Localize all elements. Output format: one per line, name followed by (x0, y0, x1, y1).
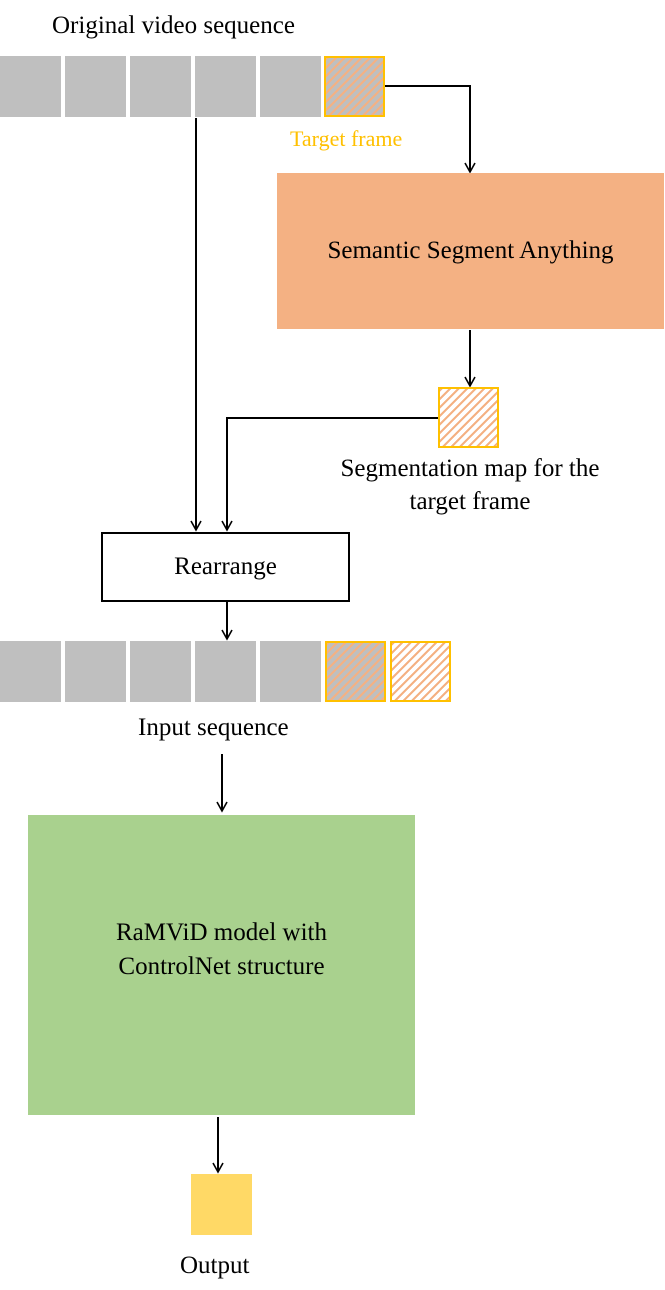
original-frame-1 (0, 56, 61, 117)
arrow-target-to-sam (385, 85, 476, 174)
input-frame-1 (0, 641, 61, 702)
target-frame-label: Target frame (290, 126, 403, 151)
sam-label: Semantic Segment Anything (327, 237, 614, 264)
rearrange-label: Rearrange (174, 553, 277, 580)
input-frame-2 (65, 641, 126, 702)
segmentation-map-label: Segmentation map for the target frame (300, 452, 640, 518)
input-target-frame (325, 641, 386, 702)
model-label: RaMViD model with ControlNet structure (116, 916, 327, 984)
original-frame-2 (65, 56, 126, 117)
model-label-line2: ControlNet structure (118, 953, 325, 980)
arrow-segmap-to-rearrange (221, 417, 438, 532)
model-label-line1: RaMViD model with (116, 919, 327, 946)
input-frame-5 (260, 641, 321, 702)
original-frame-3 (130, 56, 191, 117)
target-frame (324, 56, 385, 117)
original-frame-4 (195, 56, 256, 117)
segmentation-map-frame (438, 387, 499, 448)
original-sequence-label: Original video sequence (52, 12, 295, 39)
input-frame-3 (130, 641, 191, 702)
input-segmentation-frame (390, 641, 451, 702)
sam-box: Semantic Segment Anything (277, 173, 664, 329)
segmentation-map-label-line1: Segmentation map for the (340, 455, 600, 482)
model-box: RaMViD model with ControlNet structure (28, 815, 415, 1115)
segmentation-map-label-line2: target frame (409, 488, 531, 515)
original-frame-5 (260, 56, 321, 117)
input-sequence-label: Input sequence (138, 714, 289, 741)
output-frame (191, 1174, 252, 1235)
rearrange-box: Rearrange (101, 532, 350, 602)
input-frame-4 (195, 641, 256, 702)
output-label: Output (180, 1252, 250, 1279)
